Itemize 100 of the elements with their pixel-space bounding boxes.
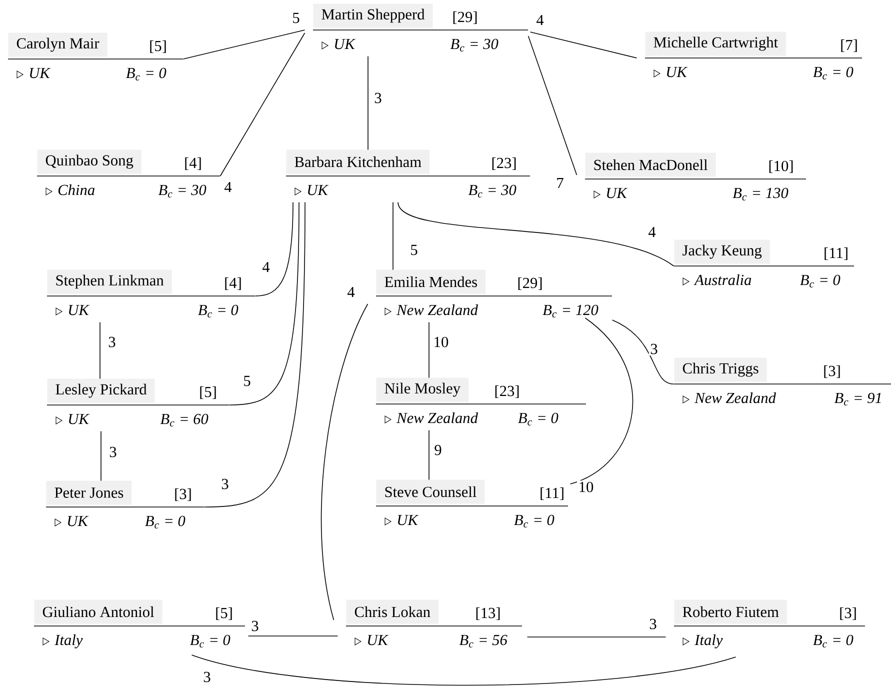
count-label: [4]	[225, 277, 241, 290]
edge-label: 3	[220, 478, 230, 490]
centrality-label: B$_{c}$ = 0	[514, 514, 554, 528]
name-label: Nile Mosley	[376, 378, 468, 402]
count-label: [29]	[453, 11, 477, 24]
count-label: [23]	[492, 157, 516, 170]
centrality-label: B$_{c}$ = 0	[126, 68, 166, 80]
edge-label: 5	[408, 244, 420, 256]
country-label: UK	[335, 38, 356, 50]
edge-label: 3	[202, 670, 212, 684]
count-label: [10]	[769, 160, 793, 174]
connector-line	[392, 202, 394, 270]
connector-line	[530, 32, 638, 58]
country-label: New Zealand	[694, 392, 776, 404]
centrality-label: B$_{c}$ = 60	[160, 414, 208, 426]
edge-label: 3	[108, 446, 118, 458]
name-label: Carolyn Mair	[8, 32, 108, 57]
name-label: Barbara Kitchenham	[286, 150, 430, 174]
edge-label: 5	[242, 374, 252, 388]
country-label: New Zealand	[396, 304, 478, 316]
name-label: Stephen Linkman	[47, 270, 172, 294]
name-label: Chris Triggs	[674, 358, 767, 382]
country-label: China	[58, 184, 95, 196]
name-label: Chris Lokan	[346, 600, 438, 624]
edge-label: 3	[648, 618, 658, 630]
count-label: [23]	[495, 385, 519, 398]
centrality-label: B$_{c}$ = 30	[158, 184, 206, 198]
name-label: Stehen MacDonell	[585, 152, 716, 177]
country-label: Australia	[694, 274, 752, 286]
edge-label: 3	[250, 620, 260, 632]
count-label: [5]	[200, 386, 216, 400]
count-label: [5]	[216, 607, 232, 620]
count-label: [11]	[540, 487, 564, 500]
count-label: [3]	[824, 365, 840, 378]
edge-label: 10	[577, 480, 595, 494]
edge-label: 3	[106, 336, 118, 348]
name-label: Roberto Fiutem	[674, 600, 787, 624]
connector-line	[570, 318, 633, 484]
country-label: UK	[308, 184, 329, 196]
connector-line	[528, 36, 578, 176]
edge-label: 9	[432, 444, 444, 456]
count-label: [3]	[175, 488, 191, 502]
connector-line	[182, 30, 306, 60]
centrality-label: B$_{c}$ = 0	[198, 304, 238, 318]
connector-line	[398, 202, 674, 266]
edge-label: 4	[646, 226, 658, 238]
name-label: Michelle Cartwright	[645, 32, 786, 56]
edge-label: 4	[222, 180, 234, 194]
connector-line	[526, 636, 666, 638]
centrality-label: B$_{c}$ = 30	[450, 38, 498, 52]
centrality-label: B$_{c}$ = 120	[542, 304, 598, 318]
centrality-label: B$_{c}$ = 0	[145, 516, 186, 528]
name-label: Peter Jones	[46, 480, 132, 505]
name-label: Lesley Pickard	[47, 378, 155, 403]
centrality-label: B$_{c}$ = 0	[813, 66, 854, 80]
connector-line	[612, 320, 674, 384]
edge-label: 4	[534, 14, 546, 26]
centrality-label: B$_{c}$ = 0	[518, 412, 558, 426]
edge-label: 3	[648, 342, 660, 356]
count-label: [5]	[150, 40, 166, 54]
edge-label: 5	[290, 12, 302, 24]
connector-line	[428, 322, 430, 378]
count-label: [7]	[841, 39, 857, 52]
country-label: UK	[69, 414, 90, 424]
connector-line	[228, 202, 300, 406]
country-label: Italy	[694, 634, 723, 648]
edge-label: 10	[432, 336, 450, 348]
name-label: Emilia Mendes	[376, 270, 486, 294]
centrality-label: B$_{c}$ = 130	[732, 188, 788, 200]
count-label: [4]	[185, 157, 201, 170]
count-label: [13]	[476, 607, 500, 620]
country-label: UK	[398, 514, 419, 526]
centrality-label: B$_{c}$ = 0	[800, 274, 840, 288]
country-label: UK	[69, 304, 90, 316]
country-label: Italy	[54, 634, 83, 648]
centrality-label: B$_{c}$ = 91	[834, 392, 881, 406]
name-label: Giuliano Antoniol	[34, 600, 162, 624]
count-label: [29]	[518, 277, 542, 290]
country-label: New Zealand	[396, 412, 478, 424]
country-label: UK	[368, 634, 389, 646]
connector-line	[321, 304, 368, 620]
connector-line	[204, 202, 306, 508]
edge-label: 4	[346, 286, 356, 298]
connector-line	[100, 430, 102, 482]
name-label: Steve Counsell	[376, 480, 485, 504]
count-label: [3]	[840, 607, 856, 620]
connector-line	[220, 32, 306, 176]
centrality-label: B$_{c}$ = 0	[813, 634, 854, 648]
name-label: Martin Shepperd	[313, 4, 433, 28]
connector-line	[254, 202, 294, 296]
edge-label: 4	[260, 260, 272, 274]
name-label: Jacky Keung	[674, 240, 770, 264]
edge-label: 3	[372, 92, 384, 104]
edge-label: 7	[554, 176, 566, 190]
centrality-label: B$_{c}$ = 56	[459, 634, 508, 648]
country-label: UK	[607, 188, 628, 198]
centrality-label: B$_{c}$ = 0	[190, 634, 230, 648]
connector-line	[428, 430, 430, 480]
count-label: [11]	[824, 247, 848, 260]
centrality-label: B$_{c}$ = 30	[468, 184, 516, 198]
